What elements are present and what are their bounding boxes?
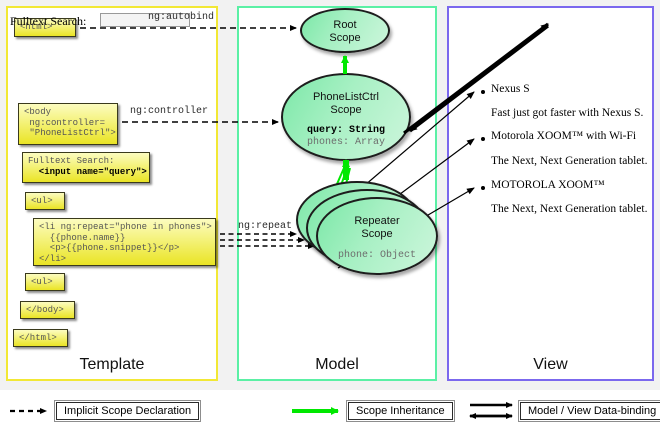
edge-label-ng-autobind: ng:autobind (148, 12, 215, 23)
view-item-snippet-0: Fast just got faster with Nexus S. (491, 107, 644, 119)
phonelistctrl-prop-query: query: String (306, 125, 385, 136)
view-item-name-2: MOTOROLA XOOM™ (491, 179, 605, 191)
column-label-template: Template (79, 356, 145, 373)
code-box-html-close: </html> (13, 329, 68, 347)
repeater-scope-title: Repeater Scope (354, 215, 400, 240)
code-box-ul-close: <ul> (25, 273, 65, 291)
phonelistctrl-prop-phones: phones: Array (306, 136, 385, 148)
root-scope-title: Root Scope (329, 19, 361, 44)
view-item-name-0: Nexus S (491, 83, 530, 95)
ellipse-phonelistctrl-scope: PhoneListCtrl Scope query: String phones… (281, 73, 411, 161)
fulltext-input-tag: <input name="query"> (28, 166, 147, 177)
column-label-model: Model (315, 356, 359, 373)
ellipse-root-scope: Root Scope (300, 8, 390, 53)
view-search-label: Fulltext Search: (10, 14, 87, 28)
view-bullet-1 (481, 137, 485, 141)
view-item-name-1: Motorola XOOM™ with Wi-Fi (491, 130, 637, 142)
code-box-ul-open: <ul> (25, 192, 65, 210)
fulltext-label-text: Fulltext Search: (28, 156, 115, 166)
view-bullet-0 (481, 90, 485, 94)
phonelistctrl-scope-title: PhoneListCtrl Scope (312, 91, 380, 116)
legend: Implicit Scope Declaration Scope Inherit… (0, 390, 660, 435)
repeater-prop-phone: phone: Object (337, 250, 416, 261)
view-item-snippet-2: The Next, Next Generation tablet. (491, 203, 648, 215)
legend-label-model-view-databinding: Model / View Data-binding (517, 400, 660, 422)
code-box-body-close: </body> (20, 301, 75, 319)
view-item-snippet-1: The Next, Next Generation tablet. (491, 155, 648, 167)
legend-label-scope-inheritance: Scope Inheritance (346, 400, 455, 422)
view-search-input[interactable] (100, 13, 190, 27)
edge-label-ng-repeat: ng:repeat (238, 221, 293, 232)
ellipse-repeater-scope: Repeater Scope phone: Object (316, 197, 438, 275)
edge-label-ng-controller: ng:controller (130, 106, 209, 117)
code-box-fulltext-search: Fulltext Search: <input name="query"> (22, 152, 150, 183)
legend-label-implicit-scope-declaration: Implicit Scope Declaration (53, 400, 202, 422)
code-box-body-open: <body ng:controller= "PhoneListCtrl"> (18, 103, 118, 145)
view-bullet-2 (481, 186, 485, 190)
column-view: View (447, 6, 654, 381)
column-label-view: View (533, 356, 568, 373)
code-box-html-open: <html> (14, 18, 76, 37)
code-box-li-repeat: <li ng:repeat="phone in phones"> {{phone… (33, 218, 216, 266)
